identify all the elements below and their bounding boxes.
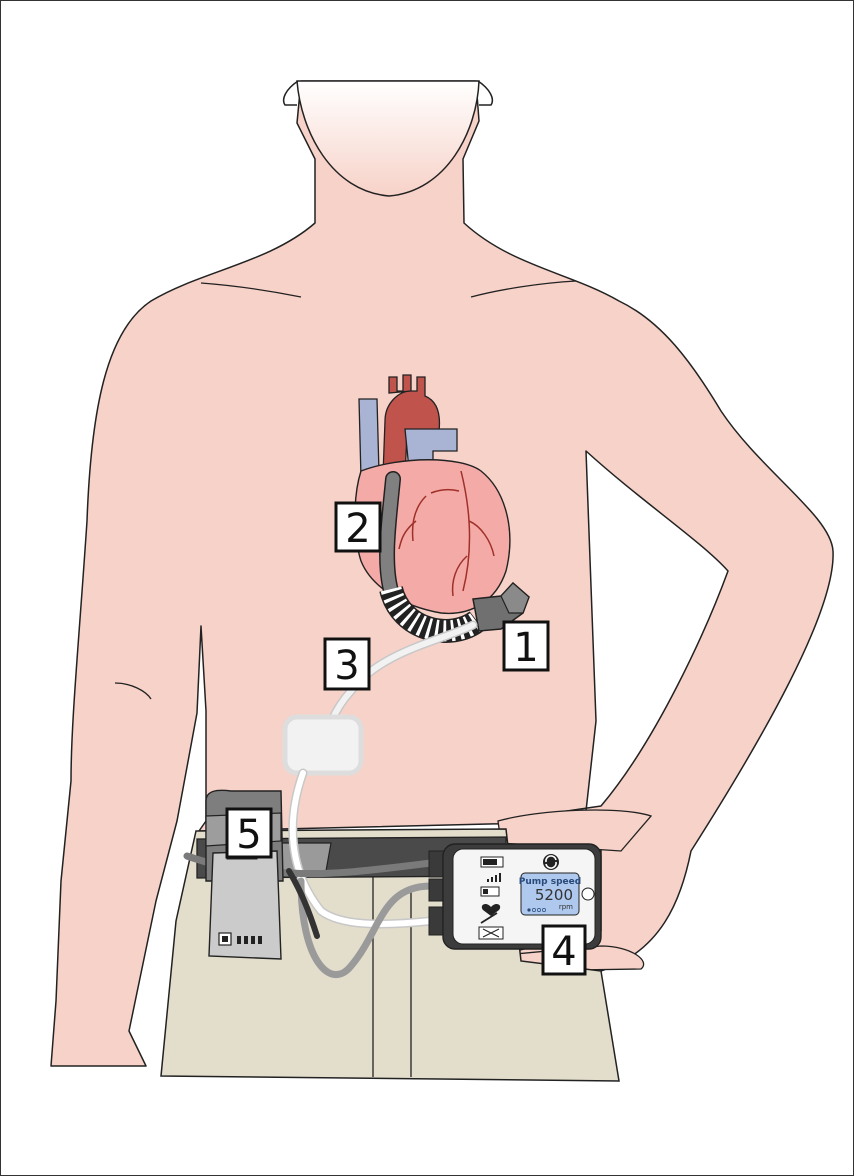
wrench-icon — [480, 912, 498, 924]
screen-title: Pump speed — [519, 877, 581, 887]
neck-chin — [296, 80, 480, 197]
controller-side-button — [581, 887, 595, 901]
elbow-crease — [114, 682, 152, 700]
label-controller: 4 — [551, 929, 576, 975]
exit-site-dressing — [282, 714, 364, 776]
label-batteries: 5 — [236, 812, 261, 858]
battery-gauge-button-inner — [222, 936, 228, 942]
battery-level-bar-1 — [237, 936, 241, 944]
clavicle-right — [470, 280, 577, 298]
battery-status-icon — [480, 856, 504, 868]
label-outflow-graft: 2 — [345, 506, 370, 552]
battery-level-bar-3 — [251, 936, 255, 944]
pump-cap — [500, 582, 530, 614]
battery-cable-3 — [286, 868, 320, 939]
outflow-graft-fill — [380, 472, 400, 598]
mute-icon — [478, 926, 504, 940]
heart-alarm-icon — [481, 903, 501, 916]
label-pump: 1 — [513, 625, 538, 671]
hand-top — [497, 809, 653, 852]
label-driveline: 3 — [334, 643, 359, 689]
label-4-box: 4 — [541, 924, 587, 976]
pump — [472, 581, 530, 632]
aorta — [382, 374, 441, 478]
controller-screen — [520, 872, 580, 916]
label-5-box: 5 — [225, 807, 273, 859]
battery-level-bar-2 — [244, 936, 248, 944]
screen-unit: rpm — [559, 903, 573, 911]
battery-cable-2 — [297, 877, 435, 979]
refresh-icon — [543, 854, 559, 870]
screen-value: 5200 — [535, 886, 573, 904]
screen-page-dots — [527, 908, 546, 912]
label-1-box: 1 — [502, 620, 550, 672]
low-battery-icon — [480, 886, 500, 897]
controller: Pump speed 5200 rpm — [428, 843, 602, 950]
signal-bars-icon — [487, 873, 501, 882]
label-2-box: 2 — [334, 501, 382, 553]
ear-left — [282, 80, 299, 106]
driveline-lower-inner — [289, 770, 434, 927]
clavicle-left — [200, 282, 302, 298]
ear-right — [477, 80, 494, 106]
battery-level-bar-4 — [258, 936, 262, 944]
coronary-vessels — [398, 470, 495, 597]
label-3-box: 3 — [323, 637, 371, 691]
